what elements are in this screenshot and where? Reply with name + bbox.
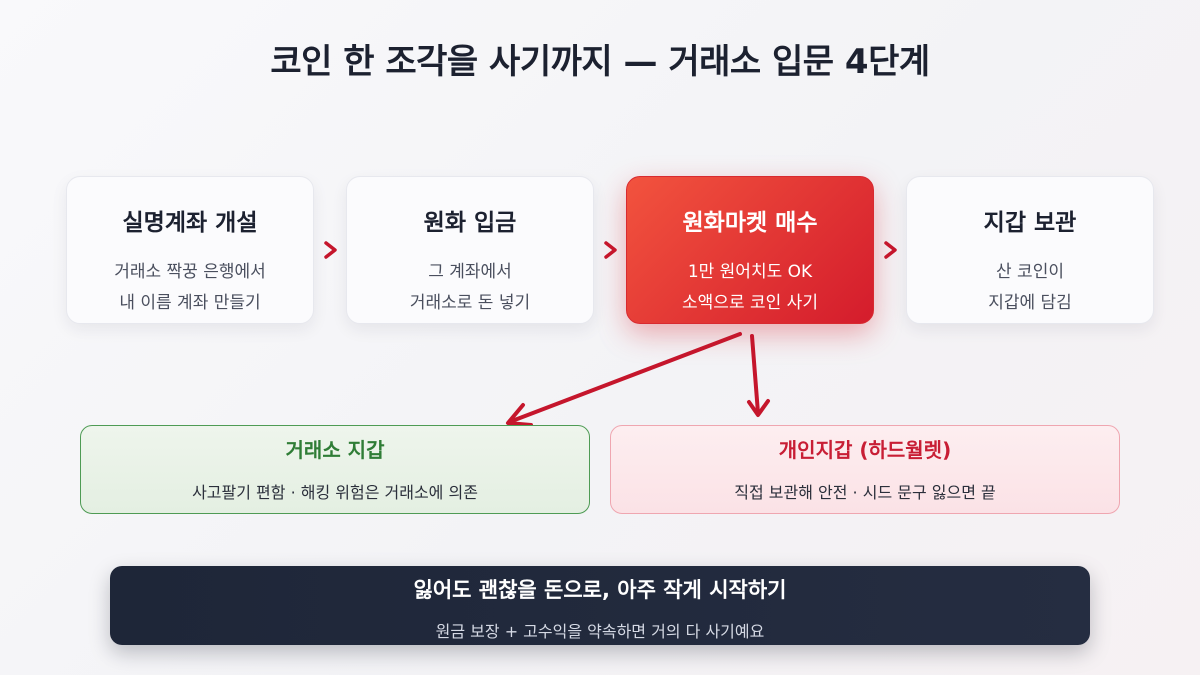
step-title: 실명계좌 개설 (122, 210, 258, 236)
chevron-right-icon (884, 241, 897, 259)
wallet-desc: 직접 보관해 안전 · 시드 문구 잃으면 끝 (734, 483, 996, 502)
step-card-deposit: 원화 입금 그 계좌에서 거래소로 돈 넣기 (346, 176, 594, 324)
exchange-wallet-card: 거래소 지갑 사고팔기 편함 · 해킹 위험은 거래소에 의존 (80, 425, 590, 514)
chevron-right-icon (324, 241, 337, 259)
step-card-wallet: 지갑 보관 산 코인이 지갑에 담김 (906, 176, 1154, 324)
wallet-title: 개인지갑 (하드월렛) (778, 438, 952, 462)
step-desc-line1: 산 코인이 (996, 262, 1064, 282)
step-desc-line2: 소액으로 코인 사기 (682, 293, 818, 313)
step-desc-line1: 거래소 짝꿍 은행에서 (114, 262, 266, 282)
banner-title: 잃어도 괜찮을 돈으로, 아주 작게 시작하기 (413, 578, 787, 602)
step-desc-line2: 거래소로 돈 넣기 (409, 293, 531, 313)
banner-subtitle: 원금 보장 + 고수익을 약속하면 거의 다 사기예요 (435, 622, 765, 641)
step-desc-line2: 내 이름 계좌 만들기 (119, 293, 261, 313)
wallet-desc: 사고팔기 편함 · 해킹 위험은 거래소에 의존 (192, 483, 478, 502)
personal-wallet-card: 개인지갑 (하드월렛) 직접 보관해 안전 · 시드 문구 잃으면 끝 (610, 425, 1120, 514)
page-title: 코인 한 조각을 사기까지 — 거래소 입문 4단계 (270, 42, 930, 82)
arrow-icon (747, 334, 770, 417)
arrow-icon (506, 332, 742, 427)
step-desc-line1: 1만 원어치도 OK (687, 262, 813, 282)
step-title: 지갑 보관 (983, 210, 1077, 236)
warning-banner: 잃어도 괜찮을 돈으로, 아주 작게 시작하기 원금 보장 + 고수익을 약속하… (110, 566, 1090, 645)
step-desc-line1: 그 계좌에서 (428, 262, 512, 282)
chevron-right-icon (604, 241, 617, 259)
wallet-title: 거래소 지갑 (285, 438, 385, 462)
step-card-buy: 원화마켓 매수 1만 원어치도 OK 소액으로 코인 사기 (626, 176, 874, 324)
step-card-account: 실명계좌 개설 거래소 짝꿍 은행에서 내 이름 계좌 만들기 (66, 176, 314, 324)
step-desc-line2: 지갑에 담김 (988, 293, 1072, 313)
step-title: 원화 입금 (423, 210, 517, 236)
step-title: 원화마켓 매수 (682, 210, 818, 236)
